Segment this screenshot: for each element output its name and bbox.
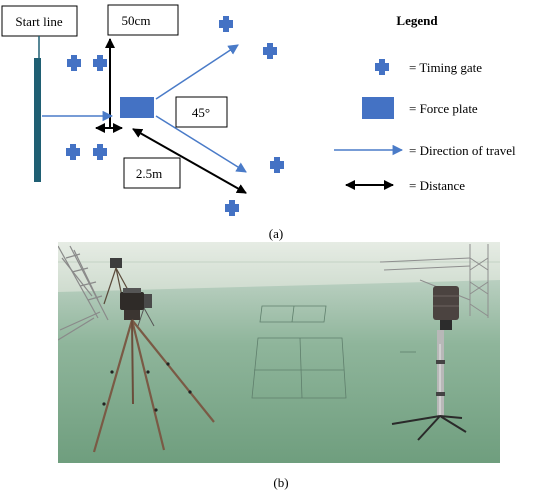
angle-label: 45° — [192, 105, 210, 120]
legend-item-direction: = Direction of travel — [409, 143, 516, 158]
start-line-box — [1, 5, 78, 37]
start-line-bar — [34, 58, 41, 182]
timing-gate-icon — [93, 144, 107, 160]
force-plate — [120, 97, 154, 118]
panel-a-diagram: Start line 50cm 45° — [1, 4, 284, 216]
floor-markings — [251, 305, 416, 399]
timing-gate-icon — [270, 157, 284, 173]
direction-up-arrow — [155, 44, 239, 100]
foreground-right-stand — [391, 286, 467, 441]
legend-item-force-plate: = Force plate — [409, 101, 478, 116]
timing-gate-icon — [67, 55, 81, 71]
legend-item-timing-gate: = Timing gate — [409, 60, 482, 75]
angle-box — [175, 96, 228, 128]
distance-50cm-box — [107, 4, 179, 36]
timing-gate-icon — [66, 144, 80, 160]
timing-gate-icon — [263, 43, 277, 59]
caption-b: (b) — [273, 475, 288, 490]
legend-force-plate-icon — [362, 97, 394, 119]
legend-title: Legend — [396, 13, 438, 28]
legend-item-distance: = Distance — [409, 178, 465, 193]
distance-2-5m-label: 2.5m — [136, 166, 162, 181]
left-truss — [58, 245, 109, 341]
start-line-label: Start line — [15, 14, 63, 29]
timing-gate-icon — [219, 16, 233, 32]
legend-timing-gate-icon — [375, 59, 389, 75]
distance-50cm-label: 50cm — [122, 13, 151, 28]
timing-gate-icon — [93, 55, 107, 71]
distance-2-5m-box — [123, 157, 181, 189]
foreground-left-tripod — [92, 288, 215, 453]
panel-b-photo — [58, 242, 500, 463]
diagonal-distance-arrow — [132, 128, 247, 194]
timing-gate-icon — [225, 200, 239, 216]
legend: Legend = Timing gate = Force plate = Dir… — [334, 13, 516, 193]
caption-a: (a) — [269, 226, 283, 241]
